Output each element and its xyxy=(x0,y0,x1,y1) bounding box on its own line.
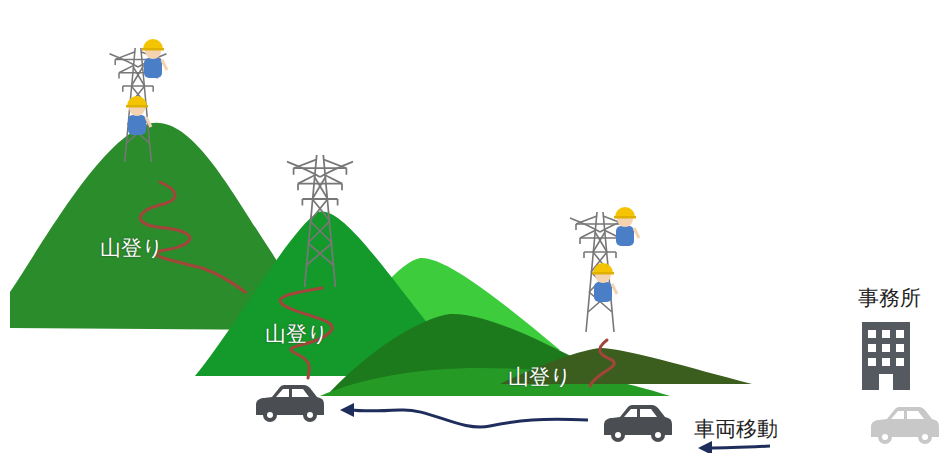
hiking-trail xyxy=(140,182,614,386)
office-building xyxy=(862,322,910,390)
trail-label: 山登り xyxy=(265,320,329,348)
trail-label: 山登り xyxy=(100,234,164,262)
worker xyxy=(126,39,639,302)
office-label: 事務所 xyxy=(858,284,921,312)
vehicle xyxy=(256,385,939,444)
arrow-head xyxy=(340,403,712,453)
vehicle-move-label: 車両移動 xyxy=(694,415,778,443)
transmission-tower xyxy=(110,48,631,332)
trail-label: 山登り xyxy=(508,363,572,391)
